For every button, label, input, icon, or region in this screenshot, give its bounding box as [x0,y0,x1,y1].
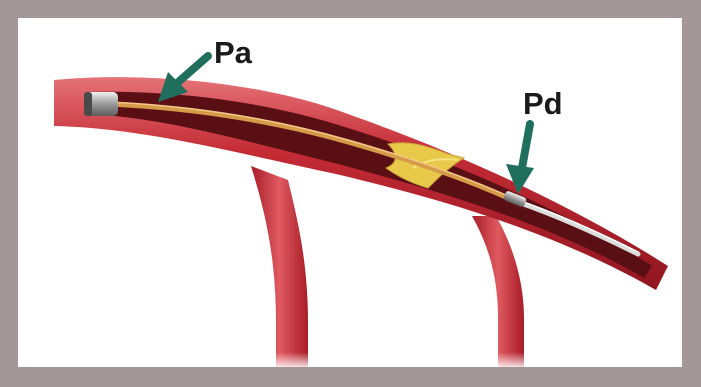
side-branch-right [472,216,532,367]
coronary-artery-diagram [18,18,682,367]
side-branch-left [251,166,316,367]
diagram-panel: Pa Pd [18,18,682,367]
pd-label: Pd [523,88,563,119]
guide-catheter-tip [84,92,118,116]
artery-lumen [88,92,652,278]
pa-label: Pa [214,37,252,68]
